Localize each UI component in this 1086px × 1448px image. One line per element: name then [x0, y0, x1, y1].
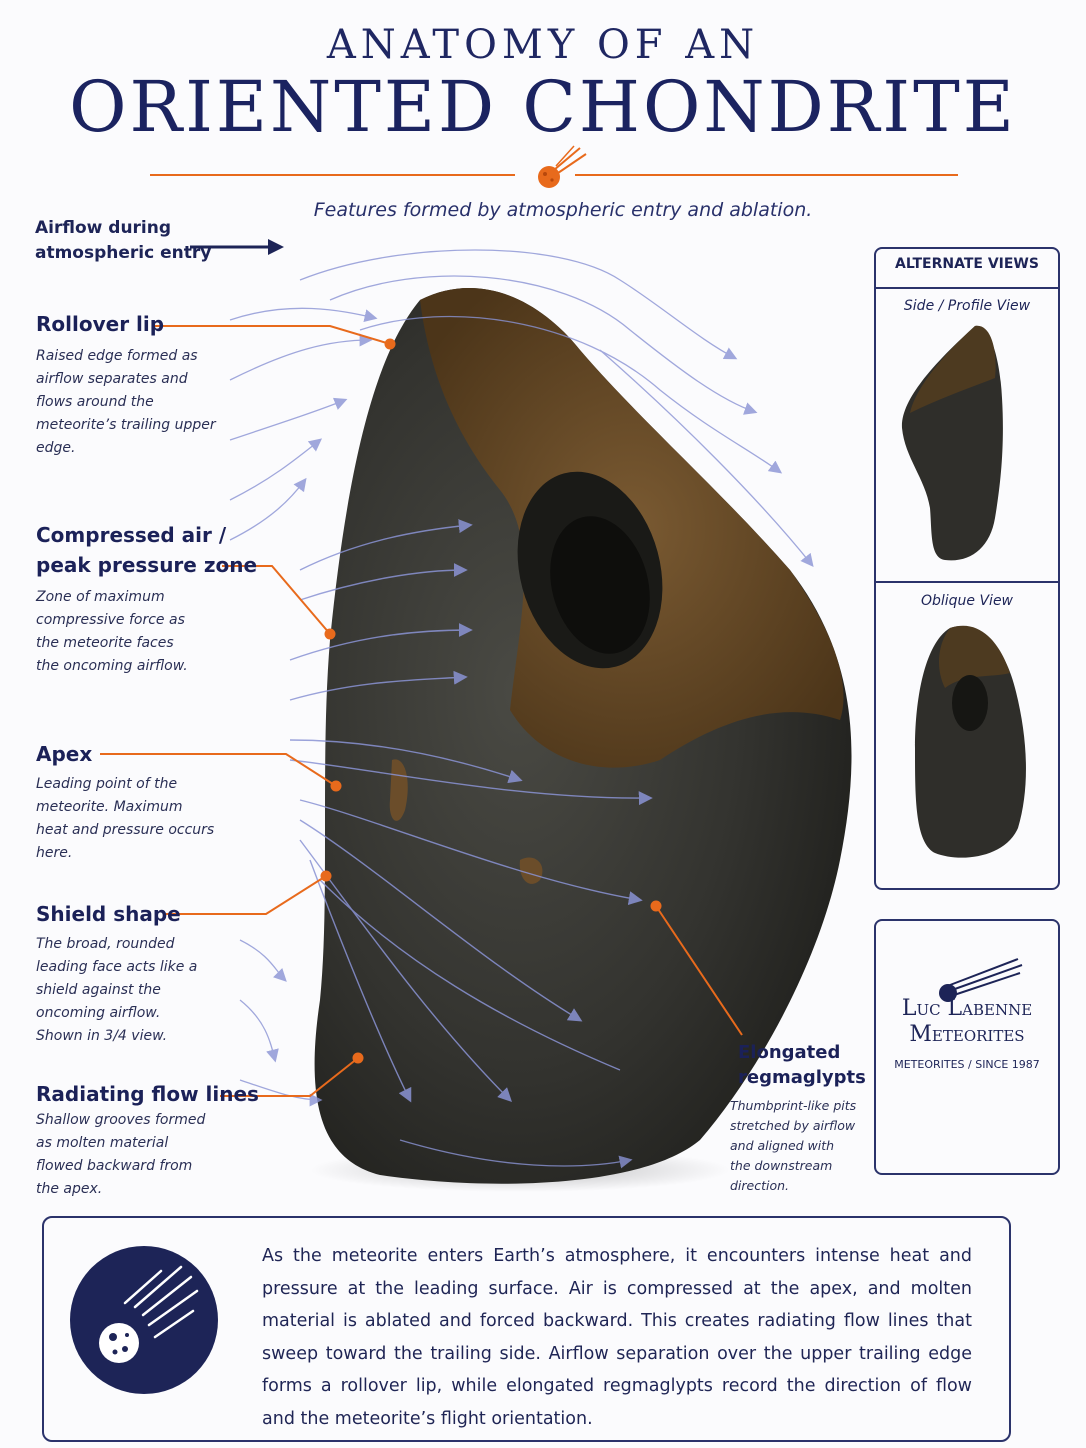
airflow-label-line1: Airflow during	[35, 218, 172, 238]
shield-marker	[320, 870, 332, 882]
label-shield-shape: Shield shape The broad, rounded leading …	[36, 899, 206, 1048]
meteorite-illustration	[229, 249, 852, 1192]
meteor-badge-icon	[70, 1246, 218, 1394]
title-line-2: ORIENTED CHONDRITE	[69, 66, 1017, 148]
panel-divider	[876, 287, 1058, 289]
label-radiating-flow-lines: Radiating flow lines Shallow grooves for…	[36, 1079, 259, 1201]
label-compressed-air: Compressed air / peak pressure zone Zone…	[36, 520, 258, 678]
logo-meteor-icon	[939, 958, 1023, 1002]
oblique-view-image	[915, 625, 1026, 858]
label-compressed-air-title-1: Compressed air /	[36, 523, 227, 547]
label-regmaglypts-desc: Thumbprint-like pits stretched by airflo…	[730, 1098, 857, 1193]
label-apex-desc: Leading point of the meteorite. Maximum …	[36, 776, 215, 861]
alternate-views-header: ALTERNATE VIEWS	[895, 256, 1039, 272]
label-radiating-flow-lines-title: Radiating flow lines	[36, 1082, 259, 1106]
logo-tagline: METEORITES / SINCE 1987	[894, 1058, 1040, 1071]
logo-line-1: Luc Labenne	[901, 996, 1033, 1021]
regmaglypts-marker	[650, 900, 662, 912]
label-shield-shape-title: Shield shape	[36, 902, 181, 926]
label-compressed-air-desc: Zone of maximum compressive force as the…	[36, 589, 188, 674]
apex-marker	[330, 780, 342, 792]
subtitle: Features formed by atmospheric entry and…	[313, 199, 813, 221]
label-regmaglypts-title-2: regmaglypts	[738, 1067, 866, 1088]
airflow-arrow-icon	[190, 239, 284, 255]
label-compressed-air-title-2: peak pressure zone	[36, 553, 258, 577]
label-apex-title: Apex	[36, 742, 93, 766]
airflow-label-line2: atmospheric entry	[35, 243, 212, 263]
label-apex: Apex Leading point of the meteorite. Max…	[36, 739, 216, 865]
logo-line-2: Meteorites	[909, 1022, 1025, 1047]
label-rollover-lip: Rollover lip Raised edge formed as airfl…	[36, 309, 226, 460]
flow-lines-marker	[352, 1052, 364, 1064]
airflow-label: Airflow during atmospheric entry	[35, 216, 211, 266]
label-shield-shape-desc: The broad, rounded leading face acts lik…	[36, 936, 198, 1044]
alternate-views-panel	[874, 247, 1060, 890]
panel-divider-2	[876, 581, 1058, 583]
title-divider	[150, 145, 958, 188]
oblique-view-caption: Oblique View	[920, 593, 1014, 609]
label-regmaglypts-title-1: Elongated	[738, 1042, 841, 1063]
title-line-1: ANATOMY OF AN	[326, 22, 760, 68]
summary-panel	[42, 1216, 1011, 1442]
side-view-image	[901, 325, 1003, 561]
label-rollover-lip-title: Rollover lip	[36, 312, 165, 336]
label-regmaglypts: Elongated regmaglypts	[738, 1040, 868, 1090]
summary-text: As the meteorite enters Earth’s atmosphe…	[262, 1246, 972, 1429]
label-radiating-flow-lines-desc: Shallow grooves formed as molten materia…	[36, 1112, 206, 1197]
side-view-caption: Side / Profile View	[903, 298, 1031, 314]
rollover-lip-marker	[384, 338, 396, 350]
logo-panel	[874, 919, 1060, 1175]
label-rollover-lip-desc: Raised edge formed as airflow separates …	[36, 348, 216, 456]
leader-lines	[100, 325, 743, 1097]
pressure-zone-marker	[324, 628, 336, 640]
meteor-icon	[538, 145, 587, 188]
